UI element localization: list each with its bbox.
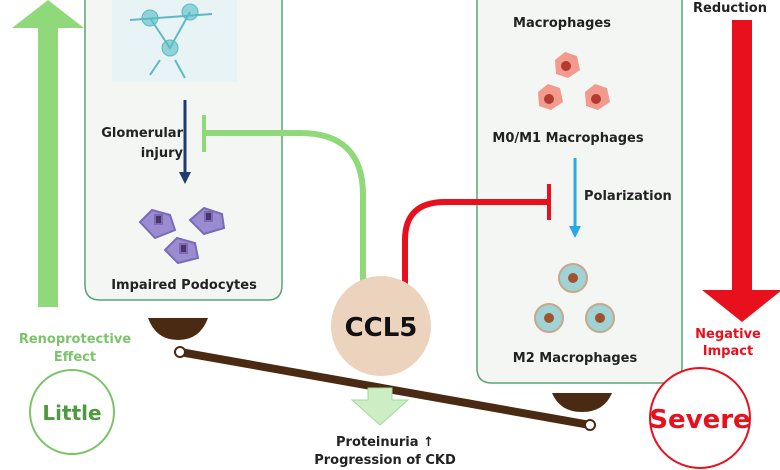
severe-circle xyxy=(649,367,751,469)
ccl5-circle xyxy=(331,276,431,376)
effect-label: Effect xyxy=(54,350,96,365)
m0m1-label: M0/M1 Macrophages xyxy=(492,131,643,146)
little-label: Little xyxy=(42,401,101,425)
podocyte-panel: Glomerular injury Impaired Podocytes xyxy=(84,0,283,301)
proteinuria-label: Proteinuria ↑ xyxy=(336,435,434,450)
macrophages-title: Macrophages xyxy=(513,16,611,31)
ccl5-label: CCL5 xyxy=(345,313,418,343)
green-inhibition-line xyxy=(205,130,366,285)
impact-label: Impact xyxy=(703,344,753,359)
m2-macrophage-icon xyxy=(534,263,615,333)
renoprotective-label: Renoprotective xyxy=(19,332,132,347)
glomerular-label: Glomerular xyxy=(101,126,183,141)
severe-label: Severe xyxy=(649,405,750,435)
red-inhibition-line xyxy=(402,199,548,290)
m2-label: M2 Macrophages xyxy=(513,351,638,366)
polarization-label: Polarization xyxy=(584,189,672,204)
impaired-podocytes-label: Impaired Podocytes xyxy=(111,278,257,293)
impaired-podocytes-icon xyxy=(138,206,226,265)
podocyte-cells-icon xyxy=(129,3,213,79)
reduction-label: Reduction xyxy=(693,1,767,16)
outcome-arrow xyxy=(350,387,410,426)
little-circle xyxy=(29,369,115,455)
injury-label: injury xyxy=(141,146,184,161)
negative-label: Negative xyxy=(695,327,761,342)
reduction-arrow xyxy=(702,20,780,322)
renoprotective-arrow xyxy=(12,0,84,307)
m0m1-macrophage-icon xyxy=(538,52,610,110)
progression-label: Progression of CKD xyxy=(314,453,456,468)
macrophage-panel: Macrophages M0/M1 Macrophages Polarizati… xyxy=(476,0,683,384)
